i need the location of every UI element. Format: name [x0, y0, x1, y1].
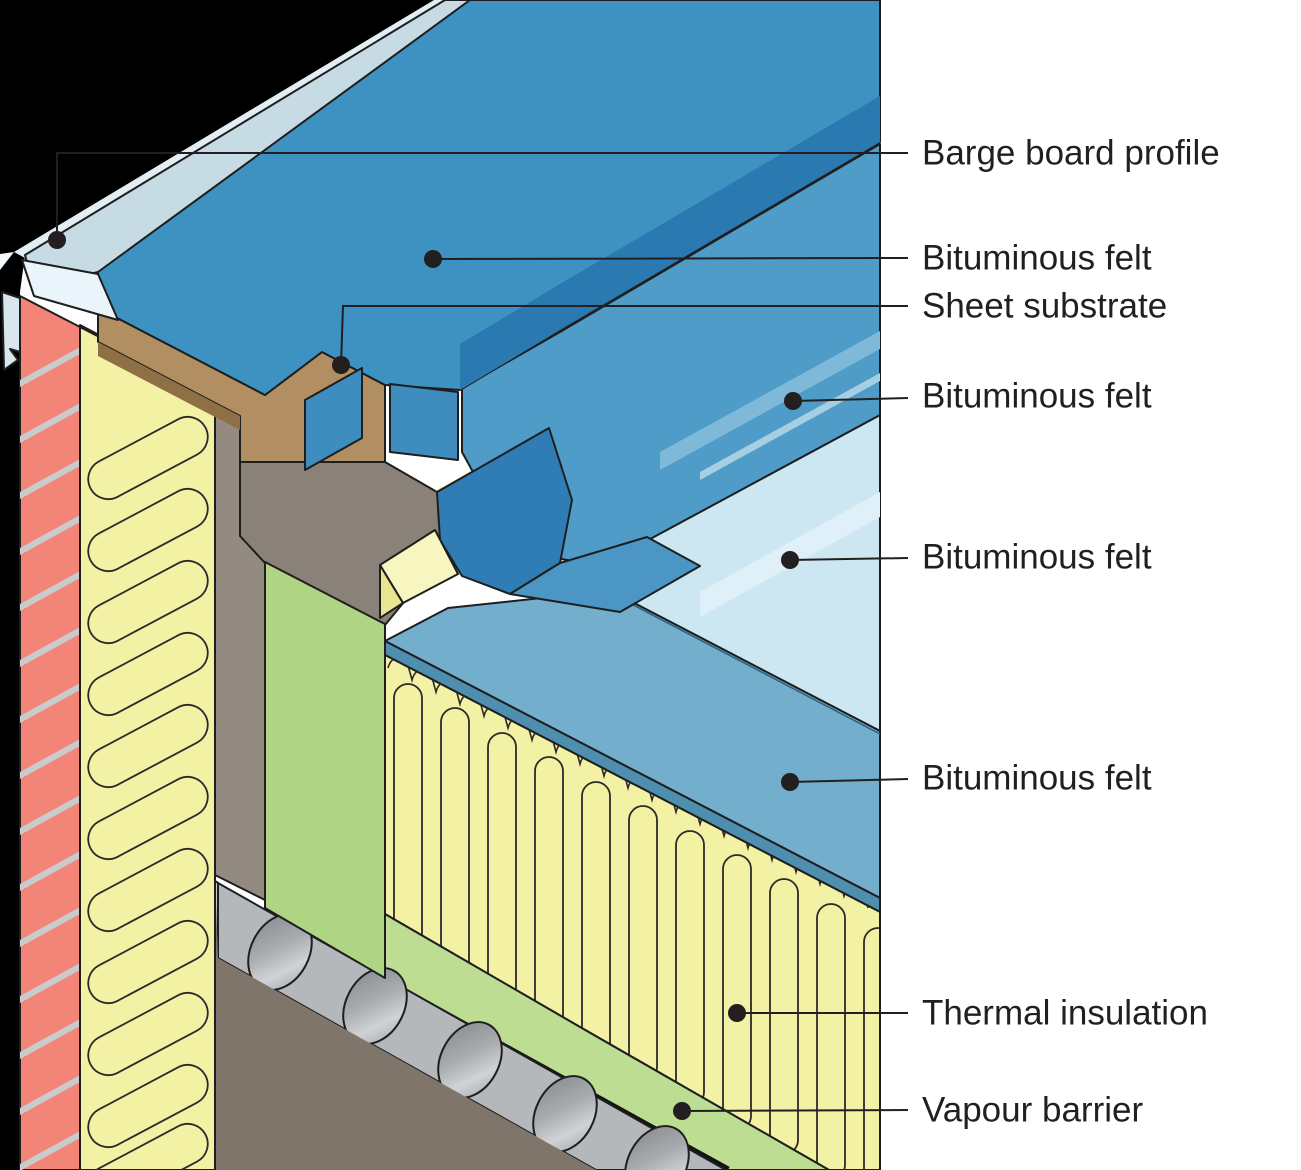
slab-core-voids: [247, 913, 690, 1170]
label-bituminous-felt-1: Bituminous felt: [922, 239, 1152, 278]
capping-drip-flashing: [1, 291, 21, 371]
label-bituminous-felt-3: Bituminous felt: [922, 538, 1152, 577]
leader-bituminous-felt-2: [792, 397, 909, 402]
leader-barge-board-profile: [56, 152, 908, 240]
leader-lines: [48, 152, 909, 1120]
dot-bituminous-felt-4: [781, 773, 799, 791]
labels: Barge board profile Bituminous felt Shee…: [922, 134, 1220, 1130]
label-bituminous-felt-2: Bituminous felt: [922, 377, 1152, 416]
dot-sheet-substrate: [332, 356, 350, 374]
cutaway-backdrop: [0, 0, 445, 1170]
angle-fillet: [379, 529, 459, 619]
capping-front-face: [21, 259, 119, 321]
vapour-barrier-upstand-face: [264, 561, 386, 979]
leader-bituminous-felt-1: [432, 257, 909, 260]
brick-outer-leaf: [19, 295, 123, 1170]
dot-bituminous-felt-2: [784, 392, 802, 410]
leader-dots: [48, 231, 802, 1120]
dot-bituminous-felt-1: [424, 250, 442, 268]
label-sheet-substrate: Sheet substrate: [922, 287, 1167, 326]
label-bituminous-felt-4: Bituminous felt: [922, 759, 1152, 798]
dot-bituminous-felt-3: [781, 551, 799, 569]
leader-sheet-substrate: [340, 305, 908, 366]
felt-wrap-flashings: [304, 367, 701, 613]
leader-bituminous-felt-4: [789, 778, 909, 783]
leader-bituminous-felt-3: [789, 557, 909, 561]
bituminous-felt-second-ply: [461, 143, 881, 567]
wrap-fold-onto-deck: [509, 536, 701, 613]
leader-vapour-barrier: [681, 1109, 909, 1112]
dot-thermal-insulation: [728, 1004, 746, 1022]
cavity-wall-insulation: [79, 326, 216, 1170]
bituminous-felt-top-ply: [97, 0, 881, 396]
label-barge-board-profile: Barge board profile: [922, 134, 1220, 173]
label-vapour-barrier: Vapour barrier: [922, 1091, 1143, 1130]
under-slab-shadow: [215, 875, 596, 1170]
felt-top-lap-shadow: [460, 96, 880, 390]
dot-barge-board-profile: [48, 231, 66, 249]
dot-vapour-barrier: [673, 1102, 691, 1120]
label-thermal-insulation: Thermal insulation: [922, 994, 1208, 1033]
barge-board-profile-capping: [0, 0, 471, 371]
